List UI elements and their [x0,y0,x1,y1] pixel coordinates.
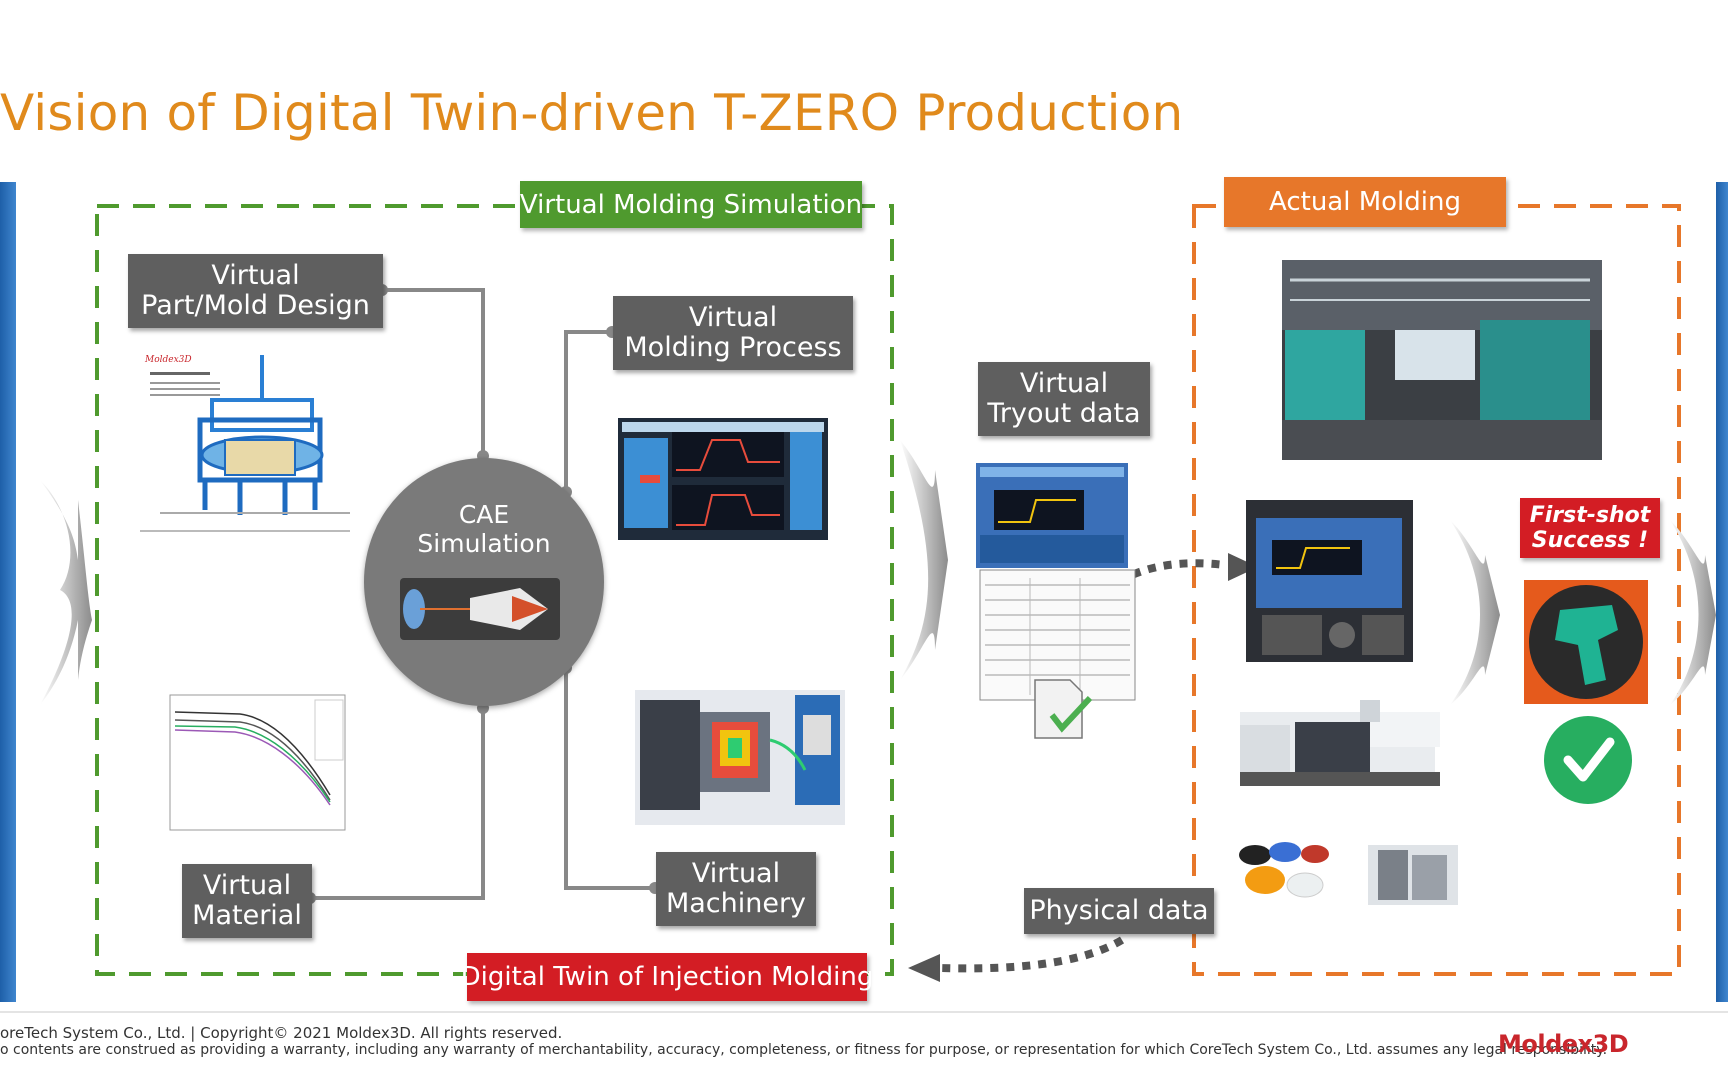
connector-material [310,708,485,900]
actual-molding-frame [1192,204,1681,976]
virtual-part-mold-design: Virtual Part/Mold Design [128,254,383,328]
virtual-molding-process: Virtual Molding Process [613,296,853,370]
connector-part-mold [382,288,485,456]
footer-disclaimer: o contents are construed as providing a … [0,1042,1608,1058]
injection-machine-image [1240,700,1440,786]
virtual-tryout-data: Virtual Tryout data [978,362,1150,436]
tryout-screen-image [976,463,1128,568]
viscosity-chart-image [169,694,346,831]
virtual-sim-label: Virtual Molding Simulation [520,181,862,228]
molded-part-image [1524,580,1648,704]
virtual-machinery: Virtual Machinery [656,852,816,926]
actual-molding-label: Actual Molding [1224,177,1506,227]
mold-parts-image [1368,845,1458,905]
digital-twin-label: Digital Twin of Injection Molding [461,953,873,1001]
mold-design-image: Moldex3D [140,355,350,532]
slide-title: Vision of Digital Twin-driven T-ZERO Pro… [0,84,1184,142]
right-edge-bar [1716,182,1728,1002]
factory-floor-image [1282,260,1602,460]
plastic-pellets-image [1239,842,1329,898]
chevron-arrow-2 [900,440,948,680]
chevron-arrow-3 [1450,520,1500,705]
first-shot-success-label: First-shot Success ! [1520,498,1660,558]
chevron-arrow-4 [1670,520,1716,705]
svg-text:Moldex3D: Moldex3D [144,355,192,365]
machinery-image [635,690,845,825]
process-monitor-image [618,418,828,540]
machine-controller-image [1246,500,1413,662]
cae-simulation-label: CAE Simulation [417,500,551,558]
chevron-arrow-1 [40,480,92,705]
success-check-icon [1544,716,1632,804]
left-edge-bar [0,182,16,1002]
dotted-arrow-to-digital-twin [939,936,1125,973]
document-check-icon [1034,679,1093,739]
virtual-material: Virtual Material [182,864,312,938]
moldex3d-logo: Moldex3D [1498,1030,1629,1058]
cae-simulation-circle [364,458,604,706]
physical-data: Physical data [1024,888,1214,934]
footer-copyright: oreTech System Co., Ltd. | Copyright© 20… [0,1024,563,1042]
